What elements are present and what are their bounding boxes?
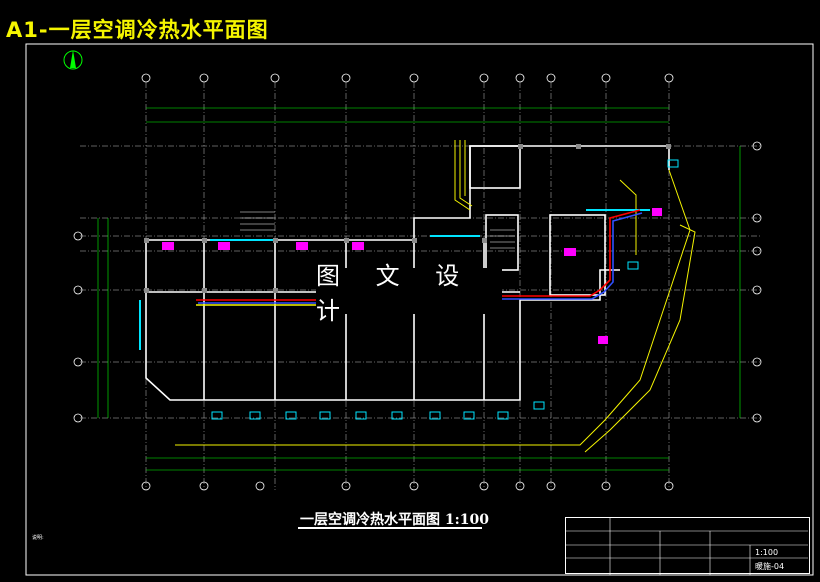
bottom-axis-bubbles <box>141 481 674 491</box>
title-block-drawing-number: 暖施-04 <box>755 562 785 571</box>
right-axis-bubbles <box>752 141 762 423</box>
watermark-banner: 图 文 设 计 <box>316 262 502 325</box>
fan-coil-units <box>211 159 679 420</box>
left-axis-bubbles <box>73 231 83 423</box>
title-block-grid <box>565 517 808 575</box>
top-axis-bubbles <box>141 73 674 83</box>
notes-heading: 说明: <box>32 535 44 541</box>
air-handling-units <box>162 208 662 344</box>
bottom-dimension-lines <box>146 457 669 471</box>
horizontal-gridlines <box>80 145 760 419</box>
title-block <box>565 517 810 574</box>
north-arrow-icon <box>63 50 83 70</box>
caption-underline <box>298 527 482 529</box>
plan-caption: 一层空调冷热水平面图 1:100 <box>300 512 490 528</box>
top-dimension-lines <box>146 107 669 123</box>
drawing-frame <box>25 43 814 576</box>
top-staircase <box>454 140 473 211</box>
interior-stair <box>240 211 515 249</box>
general-notes: 说明: <box>32 534 44 543</box>
side-dimension-lines <box>97 146 741 418</box>
sheet-title: A1-一层空调冷热水平面图 <box>6 18 269 42</box>
exterior-platform-outline <box>175 169 696 453</box>
title-block-scale: 1:100 <box>755 548 779 557</box>
